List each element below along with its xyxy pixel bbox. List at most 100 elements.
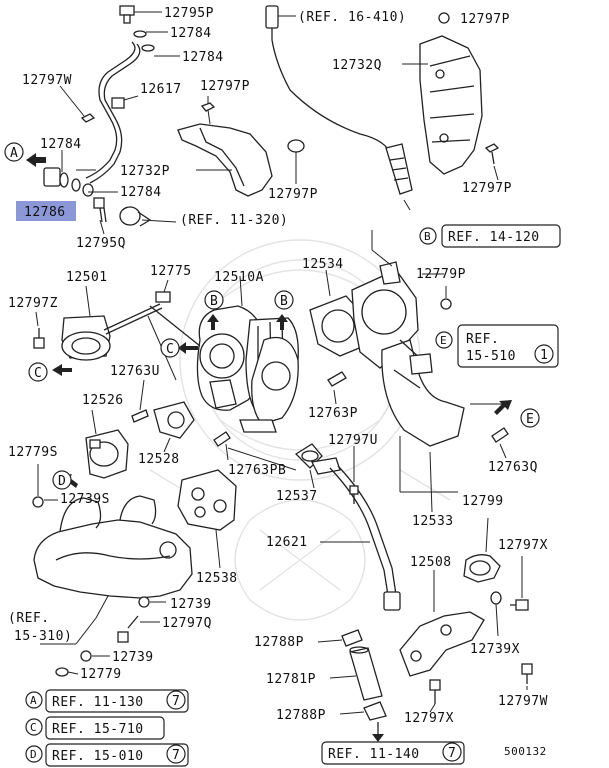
label-12621[interactable]: 12621 [266, 535, 308, 550]
label-12501[interactable]: 12501 [66, 270, 108, 285]
label-12799[interactable]: 12799 [462, 494, 504, 509]
svg-text:C: C [30, 721, 37, 734]
circle-number-7-a: 7 [166, 690, 186, 710]
label-12739S[interactable]: 12739S [60, 492, 110, 507]
ref-15-710-text[interactable]: REF. 15-710 [52, 722, 144, 737]
manifold-fasteners [55, 596, 166, 677]
ref-box-11-140[interactable] [321, 741, 465, 765]
circle-marker-A-legend: A [25, 691, 43, 709]
label-12732Q[interactable]: 12732Q [332, 58, 382, 73]
label-12508[interactable]: 12508 [410, 555, 452, 570]
label-12797W[interactable]: 12797W [22, 73, 72, 88]
label-12797P-b[interactable]: 12797P [268, 187, 318, 202]
circle-marker-B-right: B [274, 290, 294, 310]
label-12537[interactable]: 12537 [276, 489, 318, 504]
label-12763PB[interactable]: 12763PB [228, 463, 286, 478]
svg-text:B: B [280, 294, 288, 309]
label-12786[interactable]: 12786 [24, 205, 66, 220]
svg-text:1: 1 [540, 348, 548, 363]
oil-feed-assembly [26, 5, 180, 235]
svg-text:C: C [166, 342, 174, 357]
label-12784-d[interactable]: 12784 [120, 185, 162, 200]
label-12510A[interactable]: 12510A [214, 270, 264, 285]
circle-number-7-c: 7 [442, 742, 462, 762]
label-12797Z[interactable]: 12797Z [8, 296, 58, 311]
circle-marker-E: E [520, 408, 540, 428]
label-12797P-c[interactable]: 12797P [460, 12, 510, 27]
label-12788P-b[interactable]: 12788P [276, 708, 326, 723]
svg-text:B: B [210, 294, 218, 309]
circle-marker-D-legend: D [25, 745, 43, 763]
label-12739-b[interactable]: 12739 [112, 650, 154, 665]
label-12763P[interactable]: 12763P [308, 406, 358, 421]
exhaust-manifold [33, 495, 193, 619]
label-12779S[interactable]: 12779S [8, 445, 58, 460]
heat-shield-12732P [177, 96, 305, 197]
label-12739X[interactable]: 12739X [470, 642, 520, 657]
ref-14-120-text[interactable]: REF. 14-120 [448, 230, 540, 245]
wastegate-actuator-12501 [33, 279, 177, 381]
circle-marker-C-center: C [160, 338, 180, 358]
label-12779P[interactable]: 12779P [416, 267, 466, 282]
ref-box-11-130[interactable] [45, 689, 189, 713]
svg-text:C: C [34, 366, 42, 381]
ref-box-15-510[interactable] [457, 324, 559, 368]
label-12538[interactable]: 12538 [196, 571, 238, 586]
ref-box-14-120[interactable] [441, 224, 561, 248]
label-12797P-a[interactable]: 12797P [200, 79, 250, 94]
ref-11-320[interactable]: (REF. 11-320) [180, 213, 288, 228]
ref-15-010-text[interactable]: REF. 15-010 [52, 749, 144, 764]
label-12533[interactable]: 12533 [412, 514, 454, 529]
label-12784-b[interactable]: 12784 [182, 50, 224, 65]
label-12775[interactable]: 12775 [150, 264, 192, 279]
label-12528[interactable]: 12528 [138, 452, 180, 467]
svg-text:A: A [10, 146, 18, 161]
svg-text:D: D [30, 748, 37, 761]
circle-marker-C-left: C [28, 362, 48, 382]
label-12779[interactable]: 12779 [80, 667, 122, 682]
circle-marker-A-top: A [4, 142, 24, 162]
ref-15-310-text-1[interactable]: (REF. [8, 611, 50, 626]
svg-text:E: E [440, 334, 447, 347]
ref-box-15-710[interactable] [45, 716, 165, 740]
oil-return-assembly [32, 379, 297, 508]
svg-text:B: B [424, 230, 431, 243]
label-12526[interactable]: 12526 [82, 393, 124, 408]
figure-number: 500132 [504, 745, 547, 758]
label-12797X-b[interactable]: 12797X [404, 711, 454, 726]
label-12795Q[interactable]: 12795Q [76, 236, 126, 251]
label-12797W-b[interactable]: 12797W [498, 694, 548, 709]
label-12784-c[interactable]: 12784 [40, 137, 82, 152]
ref-15-510-text-1[interactable]: REF. [466, 332, 499, 347]
heat-shield-12732Q [402, 35, 500, 181]
ref-11-140-text[interactable]: REF. 11-140 [328, 747, 420, 762]
ref-15-310-text-2[interactable]: 15-310) [14, 629, 72, 644]
label-12797P-d[interactable]: 12797P [462, 181, 512, 196]
label-12763Q[interactable]: 12763Q [488, 460, 538, 475]
label-12784-a[interactable]: 12784 [170, 26, 212, 41]
circle-marker-C-legend: C [25, 718, 43, 736]
label-12739-a[interactable]: 12739 [170, 597, 212, 612]
label-12534[interactable]: 12534 [302, 257, 344, 272]
label-12788P-a[interactable]: 12788P [254, 635, 304, 650]
ref-15-510-text-2[interactable]: 15-510 [466, 349, 516, 364]
svg-text:7: 7 [172, 694, 180, 709]
label-12795P[interactable]: 12795P [164, 6, 214, 21]
label-12781P[interactable]: 12781P [266, 672, 316, 687]
label-12763U[interactable]: 12763U [110, 364, 160, 379]
circle-number-1: 1 [534, 344, 554, 364]
circle-marker-E-ref: E [435, 331, 453, 349]
turbocharger-12510A [149, 275, 299, 433]
label-12732P[interactable]: 12732P [120, 164, 170, 179]
ref-16-410[interactable]: (REF. 16-410) [298, 10, 406, 25]
part-highlight-12786 [16, 201, 76, 221]
ref-box-15-010[interactable] [45, 743, 189, 767]
ref-11-130-text[interactable]: REF. 11-130 [52, 695, 144, 710]
label-12797X[interactable]: 12797X [498, 538, 548, 553]
label-12797U[interactable]: 12797U [328, 433, 378, 448]
circle-marker-B-left: B [204, 290, 224, 310]
label-12797Q[interactable]: 12797Q [162, 616, 212, 631]
svg-text:D: D [58, 474, 66, 489]
label-12617[interactable]: 12617 [140, 82, 182, 97]
